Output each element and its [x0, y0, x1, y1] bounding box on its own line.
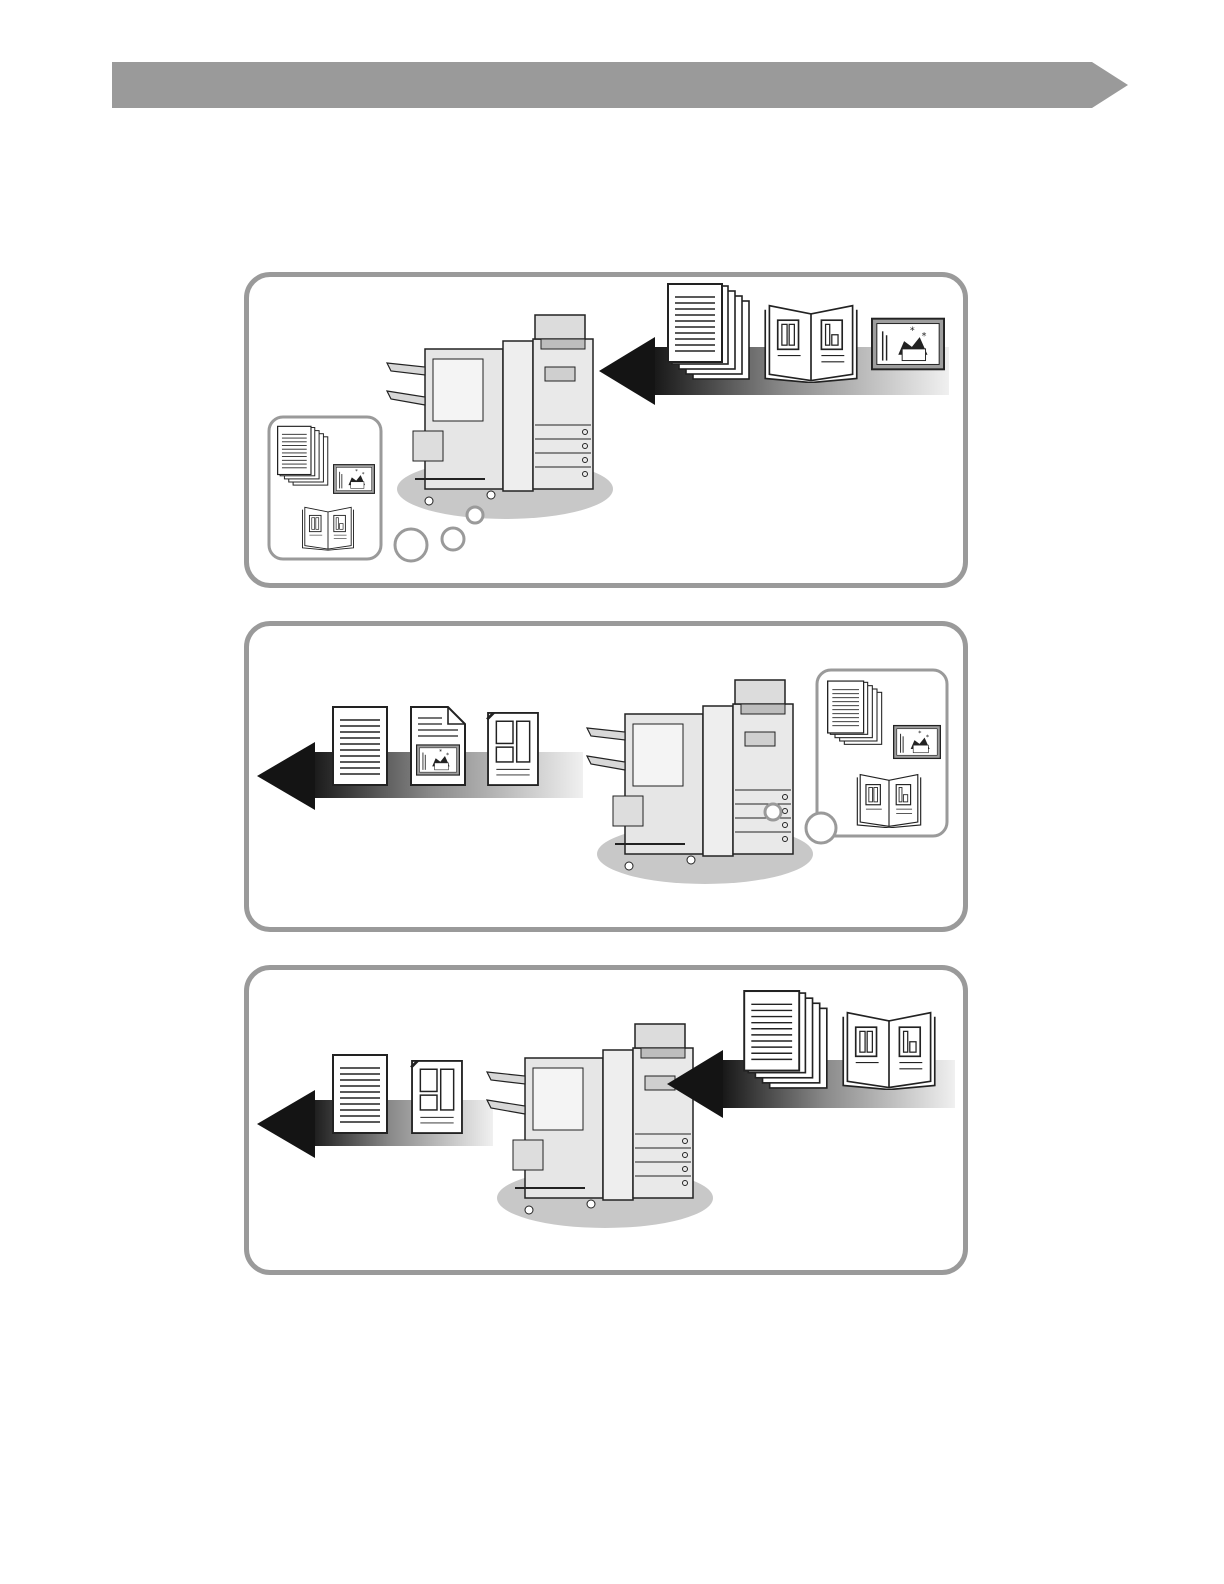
- scene-panel-2: [244, 621, 968, 932]
- photo-icon: [872, 319, 944, 370]
- panel-1-illustration: [249, 277, 963, 583]
- text-document-stack-icon: [668, 284, 749, 379]
- layout-page-icon: [487, 712, 538, 785]
- text-page-icon: [333, 1055, 387, 1133]
- panel-3-illustration: [249, 970, 963, 1270]
- printer-illustration: [487, 1024, 713, 1228]
- header-band: [112, 62, 1132, 108]
- layout-page-icon: [411, 1060, 462, 1133]
- open-book-icon: [843, 1013, 935, 1090]
- photo-page-icon: [411, 707, 465, 785]
- scene-panel-3: [244, 965, 968, 1275]
- panel-2-illustration: [249, 626, 963, 927]
- printer-illustration: [387, 315, 613, 519]
- text-page-icon: [333, 707, 387, 785]
- open-book-icon: [765, 306, 857, 383]
- printer-illustration: [587, 680, 813, 884]
- text-document-stack-icon: [744, 991, 827, 1088]
- scene-panel-1: [244, 272, 968, 588]
